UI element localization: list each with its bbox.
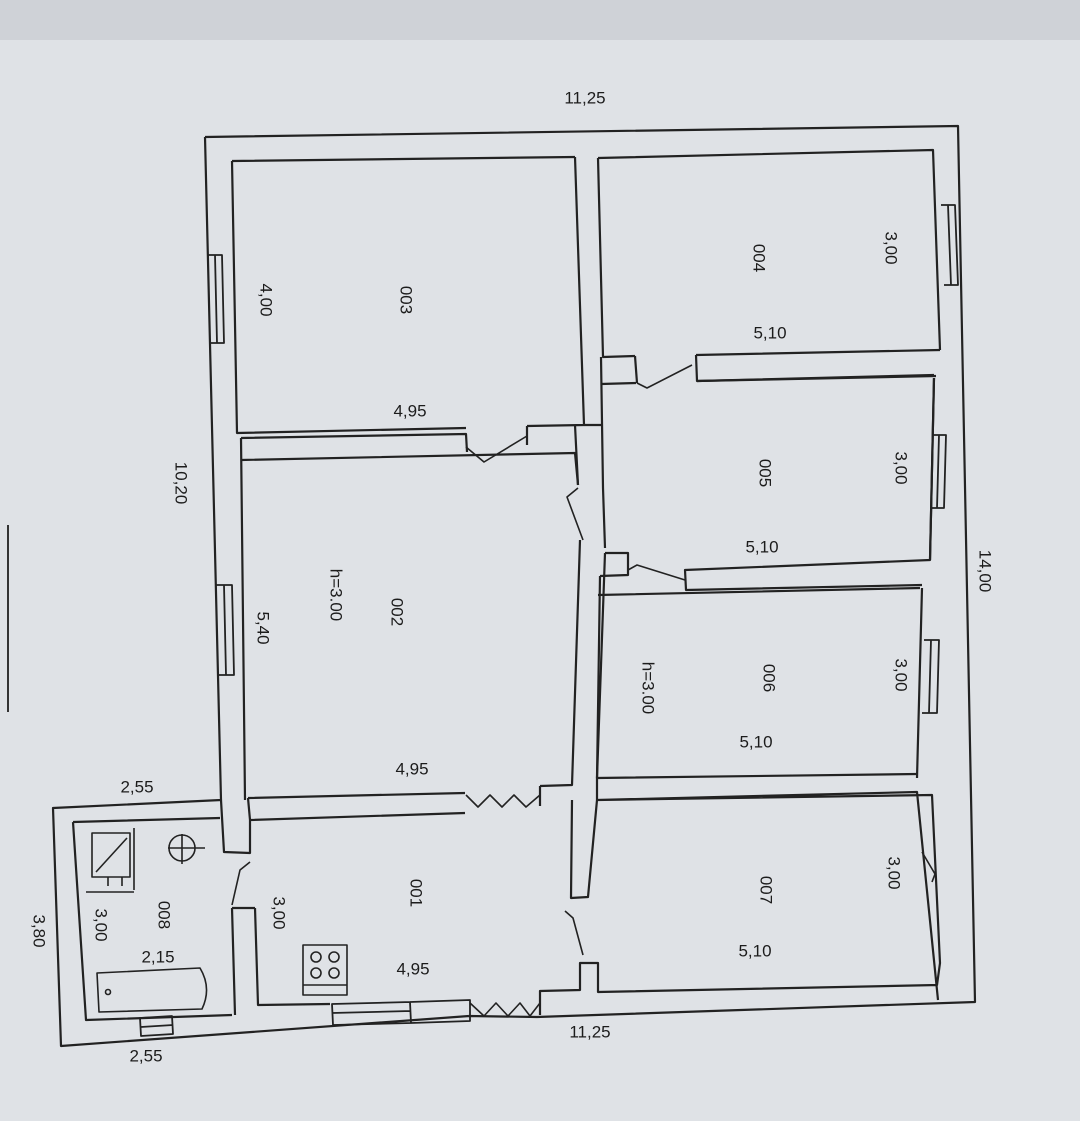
window-006	[922, 639, 940, 714]
room-004-id: 004	[750, 244, 769, 272]
room-001-id: 001	[407, 879, 426, 907]
door-005	[627, 564, 686, 581]
room-001-width: 4,95	[396, 959, 429, 978]
room-006-id: 006	[760, 664, 779, 692]
door-007	[564, 910, 584, 956]
room-002-id: 002	[388, 598, 407, 626]
overall-left-height: 10,20	[172, 462, 191, 505]
room-007-walls	[538, 778, 942, 1015]
room-007-id: 007	[757, 876, 776, 904]
outer-wall-annex-inner	[71, 816, 233, 1022]
room-008-width: 2,15	[141, 947, 174, 966]
washbasin-icon	[91, 832, 131, 886]
room-007-height: 3,00	[885, 856, 904, 889]
room-003-id: 003	[397, 286, 416, 314]
window-003	[207, 254, 225, 344]
room-005-id: 005	[756, 459, 775, 487]
room-005-width: 5,10	[745, 537, 778, 556]
room-003-width: 4,95	[393, 401, 426, 420]
paper-top-shadow	[0, 0, 1080, 40]
fixtures	[86, 828, 348, 1013]
door-entrance-double	[469, 1002, 541, 1017]
room-008-id: 008	[155, 901, 174, 929]
annex-height: 3,80	[30, 914, 49, 947]
plan-labels: 11,25 11,25 10,20 14,00 2,55 2,55 3,80 003 4,95 4…	[30, 88, 995, 1065]
room-006-height: 3,00	[892, 658, 911, 691]
door-007-right	[921, 851, 936, 883]
door-002-double	[465, 794, 541, 808]
room-002-ceiling: h=3.00	[327, 569, 346, 621]
annex-top-width: 2,55	[120, 777, 153, 796]
room-001-height: 3,00	[270, 896, 289, 929]
corridor-walls	[573, 354, 935, 489]
room-005-walls	[600, 374, 937, 592]
door-008	[231, 861, 251, 906]
door-003	[465, 435, 528, 463]
room-002-height: 5,40	[254, 611, 273, 644]
overall-right-height: 14,00	[976, 550, 995, 593]
doors	[231, 364, 936, 1017]
toilet-icon	[168, 834, 205, 864]
room-003-height: 4,00	[257, 283, 276, 316]
bath-partition	[86, 828, 135, 893]
windows	[139, 204, 959, 1037]
window-008	[139, 1015, 174, 1037]
room-004-height: 3,00	[882, 231, 901, 264]
window-001	[331, 999, 471, 1026]
floor-plan	[51, 124, 977, 1048]
room-006-width: 5,10	[739, 732, 772, 751]
door-004	[636, 364, 693, 389]
window-005	[930, 434, 947, 509]
room-007-width: 5,10	[738, 941, 771, 960]
room-002-walls	[240, 426, 582, 800]
annex-bottom-width: 2,55	[129, 1046, 162, 1065]
room-002-width: 4,95	[395, 759, 428, 778]
window-002	[215, 584, 235, 676]
room-004-width: 5,10	[753, 323, 786, 342]
window-004	[941, 204, 959, 286]
bathtub-icon	[96, 967, 208, 1013]
room-005-height: 3,00	[892, 451, 911, 484]
room-008-height: 3,00	[92, 908, 111, 941]
room-004-walls	[596, 157, 941, 359]
door-corridor	[566, 487, 584, 541]
overall-top-width: 11,25	[564, 88, 605, 107]
room-006-ceiling: h=3.00	[639, 662, 658, 714]
stove-icon	[302, 944, 348, 996]
overall-bottom-width: 11,25	[569, 1022, 610, 1041]
outer-wall-main	[51, 124, 977, 1048]
